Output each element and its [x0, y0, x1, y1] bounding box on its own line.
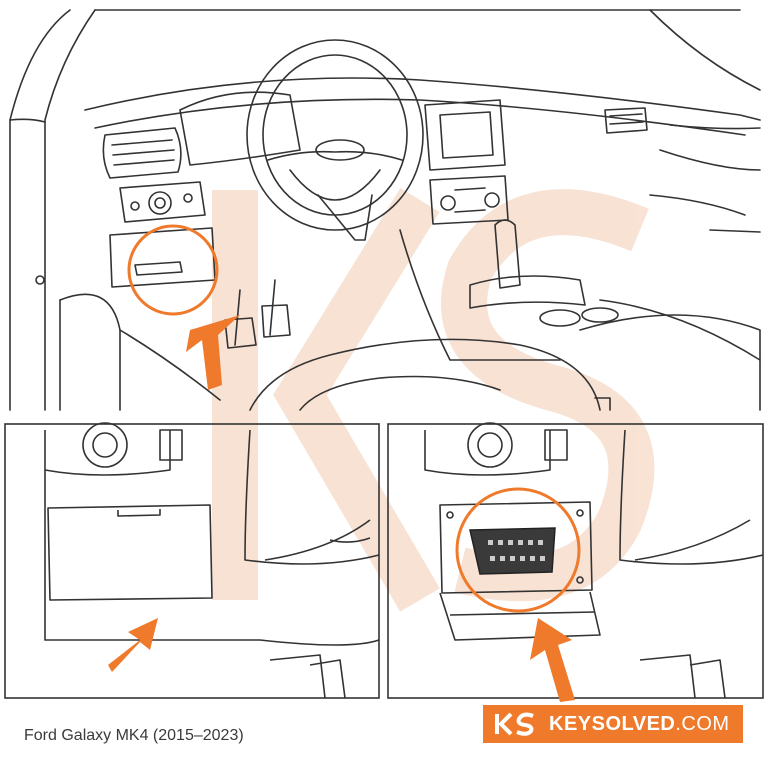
panel-open — [387, 423, 764, 699]
arrow-icon — [186, 315, 240, 390]
callout-top — [127, 224, 240, 390]
obd-port-icon — [469, 527, 556, 575]
panel-closed-drawing — [44, 422, 380, 699]
interior-overview — [9, 9, 761, 411]
brand-name: KEYSOLVED — [549, 712, 676, 735]
panel-open-drawing — [424, 422, 764, 699]
arrow-icon — [108, 618, 158, 672]
vehicle-caption: Ford Galaxy MK4 (2015–2023) — [24, 727, 244, 744]
brand-tld: .COM — [675, 712, 730, 735]
panel-closed — [4, 423, 380, 699]
keysolved-logo-icon — [495, 712, 534, 736]
arrow-icon — [530, 618, 575, 702]
watermark-logo — [212, 187, 655, 612]
brand-banner: KEYSOLVED.COM — [483, 705, 743, 743]
callout-bottom — [455, 487, 581, 613]
